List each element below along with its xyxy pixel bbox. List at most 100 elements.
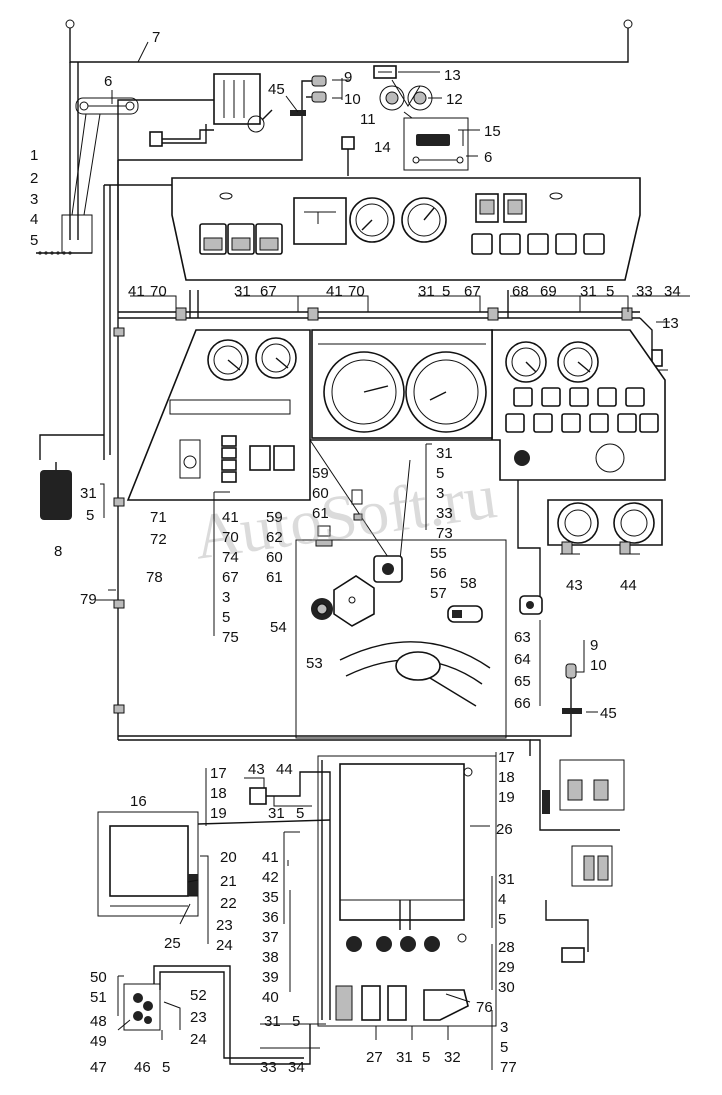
callout-41b: 41 [326, 283, 343, 300]
callout-75: 75 [222, 629, 239, 646]
callout-67c: 67 [222, 569, 239, 586]
callout-6b: 6 [484, 149, 492, 166]
callout-73: 73 [436, 525, 453, 542]
connector-63 [517, 480, 543, 615]
callout-63: 63 [514, 629, 531, 646]
callout-31i: 31 [396, 1049, 413, 1066]
callout-50: 50 [90, 969, 107, 986]
callout-31e: 31 [436, 445, 453, 462]
callout-79: 79 [80, 591, 97, 608]
callout-21: 21 [220, 873, 237, 890]
callout-77: 77 [500, 1059, 517, 1076]
link-rod-6 [71, 97, 139, 216]
callout-5b: 5 [606, 283, 614, 300]
callout-11: 11 [360, 111, 376, 128]
lower-wiring [118, 739, 625, 963]
callout-49: 49 [90, 1033, 107, 1050]
callout-62: 62 [266, 529, 283, 546]
main-harness [103, 160, 668, 740]
callout-4b: 4 [498, 891, 506, 908]
callout-6: 6 [104, 73, 112, 90]
callout-45: 45 [268, 81, 285, 98]
callout-31f: 31 [268, 805, 285, 822]
callout-67a: 67 [260, 283, 277, 300]
callout-8: 8 [54, 543, 62, 560]
callout-37: 37 [262, 929, 279, 946]
callout-29: 29 [498, 959, 515, 976]
callout-24b: 24 [190, 1031, 207, 1048]
callout-31h: 31 [498, 871, 515, 888]
callout-28: 28 [498, 939, 515, 956]
callout-31d: 31 [80, 485, 97, 502]
leader-lines [96, 41, 690, 1070]
callout-4: 4 [30, 211, 38, 228]
callout-7: 7 [152, 29, 160, 46]
connector-pair-right [118, 663, 582, 737]
callout-31c: 31 [580, 283, 597, 300]
callout-16: 16 [130, 793, 147, 810]
callout-57: 57 [430, 585, 447, 602]
callout-5c: 5 [86, 507, 94, 524]
callout-59b: 59 [266, 509, 283, 526]
callout-58: 58 [460, 575, 477, 592]
callout-33b: 33 [436, 505, 453, 522]
callout-5i: 5 [500, 1039, 508, 1056]
callout-78: 78 [146, 569, 163, 586]
callout-33: 33 [636, 283, 653, 300]
callout-32: 32 [444, 1049, 461, 1066]
callout-42: 42 [262, 869, 279, 886]
callout-60b: 60 [266, 549, 283, 566]
callout-70c: 70 [222, 529, 239, 546]
callout-36: 36 [262, 909, 279, 926]
callout-33c: 33 [260, 1059, 277, 1076]
callout-68: 68 [512, 283, 529, 300]
callout-19a: 19 [210, 805, 227, 822]
callout-72: 72 [150, 531, 167, 548]
callout-25: 25 [164, 935, 181, 952]
callout-22: 22 [220, 895, 237, 912]
callout-70b: 70 [348, 283, 365, 300]
callout-labels: 1 2 3 4 5 6 7 45 9 10 13 12 11 15 14 6 4… [30, 29, 681, 1076]
callout-18a: 18 [210, 785, 227, 802]
relay-43 [249, 760, 331, 1020]
callout-39: 39 [262, 969, 279, 986]
callout-9b: 9 [590, 637, 598, 654]
callout-47: 47 [90, 1059, 107, 1076]
callout-17a: 17 [210, 765, 227, 782]
callout-51: 51 [90, 989, 107, 1006]
callout-74: 74 [222, 549, 239, 566]
lamp-group [373, 65, 469, 171]
bolt-assembly [315, 489, 363, 547]
callout-5g: 5 [292, 1013, 300, 1030]
callout-27: 27 [366, 1049, 383, 1066]
callout-65: 65 [514, 673, 531, 690]
callout-41d: 41 [262, 849, 279, 866]
callout-3c: 3 [436, 485, 444, 502]
callout-13b: 13 [662, 315, 679, 332]
callout-66: 66 [514, 695, 531, 712]
connector-pair-top [118, 75, 327, 161]
callout-45b: 45 [600, 705, 617, 722]
ecu-16 [97, 811, 331, 917]
left-bracket [36, 214, 93, 255]
callout-2: 2 [30, 170, 38, 187]
callout-76: 76 [476, 999, 493, 1016]
callout-17b: 17 [498, 749, 515, 766]
callout-20: 20 [220, 849, 237, 866]
callout-5h: 5 [498, 911, 506, 928]
main-instrument-panel [126, 329, 666, 501]
callout-44a: 44 [620, 577, 637, 594]
callout-3d: 3 [500, 1019, 508, 1036]
callout-31a: 31 [234, 283, 251, 300]
callout-18b: 18 [498, 769, 515, 786]
top-harness [65, 19, 633, 240]
callout-41c: 41 [222, 509, 239, 526]
callout-5d: 5 [222, 609, 230, 626]
callout-61a: 61 [312, 505, 329, 522]
callout-55: 55 [430, 545, 447, 562]
callout-10: 10 [344, 91, 361, 108]
callout-52: 52 [190, 987, 207, 1004]
callout-3b: 3 [222, 589, 230, 606]
callout-46: 46 [134, 1059, 151, 1076]
